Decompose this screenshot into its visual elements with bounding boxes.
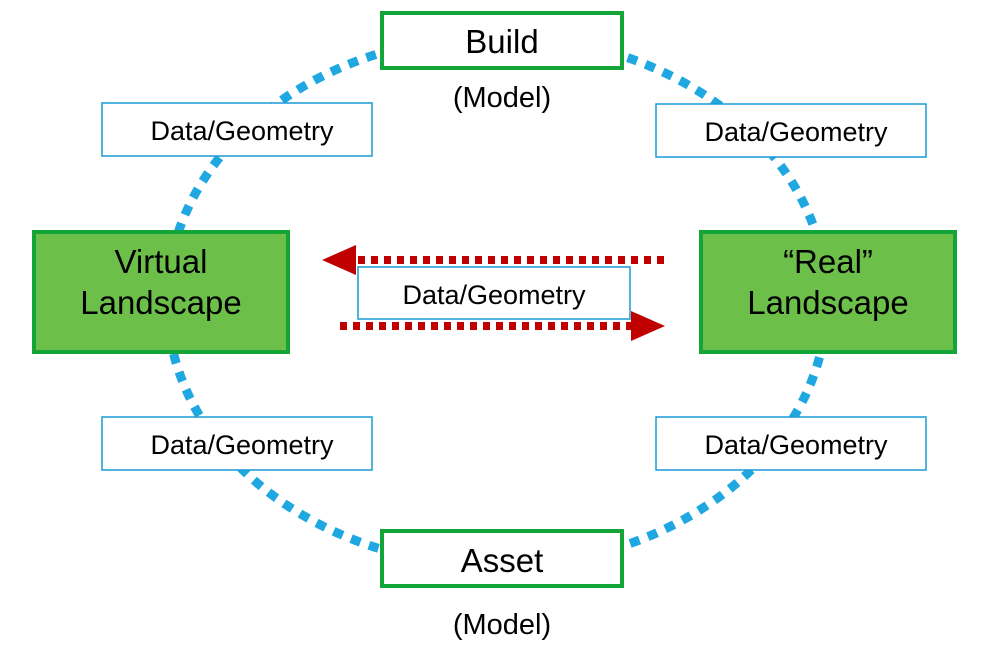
arrow-to-virtual (322, 245, 664, 275)
virtual-landscape-line1: Virtual (115, 243, 208, 280)
edge-label-top-right: Data/Geometry (655, 103, 927, 158)
virtual-landscape-line2: Landscape (80, 284, 241, 321)
build-label: Build (465, 23, 538, 60)
real-landscape-line2: Landscape (747, 284, 908, 321)
asset-node[interactable]: Asset (380, 529, 624, 588)
edge-label-top-left: Data/Geometry (101, 102, 373, 157)
arrow-to-real (340, 311, 665, 341)
build-node[interactable]: Build (380, 11, 624, 70)
edge-label-center-text: Data/Geometry (402, 280, 586, 310)
edge-label-bottom-right-text: Data/Geometry (704, 430, 888, 460)
virtual-landscape-node[interactable]: Virtual Landscape (32, 230, 290, 354)
edge-label-bottom-right: Data/Geometry (655, 416, 927, 471)
edge-label-bottom-left: Data/Geometry (101, 416, 373, 471)
real-landscape-line1: “Real” (783, 243, 873, 280)
edge-label-bottom-left-text: Data/Geometry (150, 430, 334, 460)
edge-label-top-right-text: Data/Geometry (704, 117, 888, 147)
asset-sublabel: (Model) (453, 609, 551, 641)
asset-label: Asset (461, 542, 544, 579)
real-landscape-node[interactable]: “Real” Landscape (699, 230, 957, 354)
build-sublabel: (Model) (453, 82, 551, 114)
edge-label-top-left-text: Data/Geometry (150, 116, 334, 146)
edge-label-center: Data/Geometry (357, 266, 631, 320)
